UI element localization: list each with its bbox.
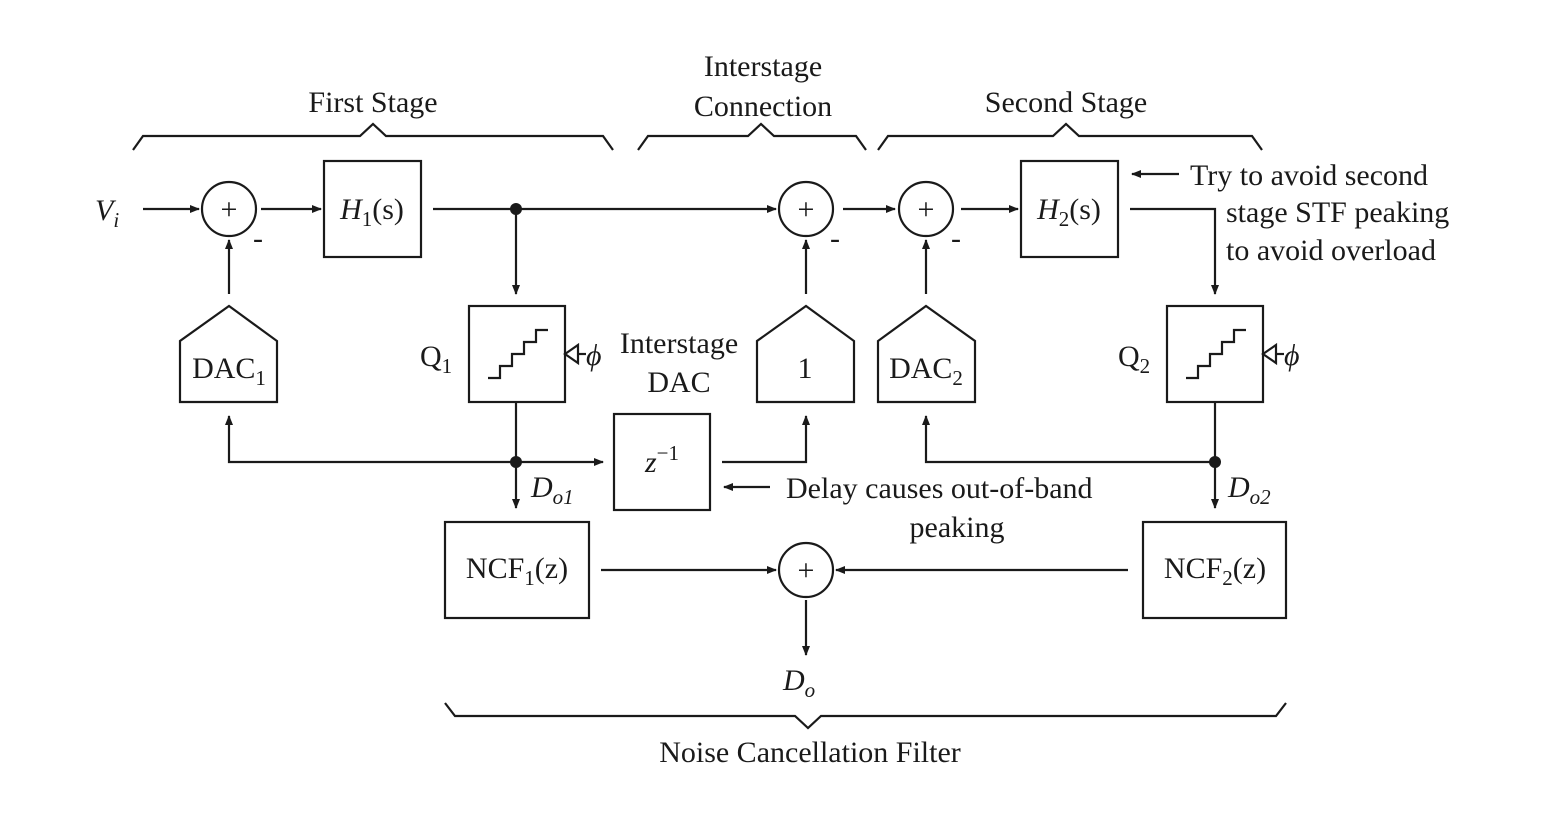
svg-text:H1(s): H1(s)	[339, 193, 404, 231]
avoid-note-line2: stage STF peaking	[1226, 196, 1449, 229]
svg-text:+: +	[798, 554, 815, 587]
summer-3: + -	[897, 180, 961, 255]
svg-text:DAC2: DAC2	[889, 352, 963, 390]
svg-text:NCF1(z): NCF1(z)	[466, 552, 568, 590]
do2-label: Do2	[1227, 471, 1271, 509]
q2-clock-label: ϕ	[1284, 339, 1300, 372]
svg-text:1: 1	[798, 352, 813, 385]
ncf1-block: NCF1(z)	[443, 520, 591, 620]
q1-block	[467, 304, 586, 404]
dac2-block: DAC2	[876, 304, 977, 404]
second-stage-brace	[877, 122, 1263, 151]
avoid-note-line3: to avoid overload	[1226, 234, 1436, 267]
noise-cancellation-title: Noise Cancellation Filter	[659, 736, 961, 769]
svg-text:+: +	[918, 193, 935, 226]
interstage-dac-block: 1	[755, 304, 856, 404]
do1-label: Do1	[530, 471, 574, 509]
svg-text:+: +	[798, 193, 815, 226]
interstage-dac-line2: DAC	[647, 366, 710, 399]
svg-text:DAC1: DAC1	[192, 352, 266, 390]
ncf2-block: NCF2(z)	[1141, 520, 1288, 620]
svg-text:-: -	[253, 222, 263, 255]
summer-1: + -	[200, 180, 263, 255]
interstage-title-line1: Interstage	[704, 50, 822, 83]
interstage-brace	[637, 122, 867, 151]
svg-text:+: +	[221, 193, 238, 226]
input-label: Vi	[95, 194, 119, 232]
second-stage-title: Second Stage	[985, 86, 1147, 119]
svg-text:H2(s): H2(s)	[1036, 193, 1101, 231]
summer-2: + -	[777, 180, 840, 255]
q1-clock-label: ϕ	[586, 339, 602, 372]
avoid-note-line1: Try to avoid second	[1190, 159, 1428, 192]
dac1-block: DAC1	[178, 304, 279, 404]
summer-out: +	[777, 541, 835, 599]
h2-block: H2(s)	[1019, 159, 1120, 259]
delay-to-interstage-dac	[722, 415, 810, 464]
interstage-title-line2: Connection	[694, 90, 832, 123]
interstage-dac-line1: Interstage	[620, 327, 738, 360]
svg-text:-: -	[830, 222, 840, 255]
svg-text:NCF2(z): NCF2(z)	[1164, 552, 1266, 590]
feedback-to-dac1	[225, 415, 516, 464]
svg-text:-: -	[951, 222, 961, 255]
svg-text:z−1: z−1	[644, 441, 679, 479]
h2-to-q2-arrow	[1130, 207, 1219, 295]
first-stage-title: First Stage	[308, 86, 437, 119]
delay-note-line1: Delay causes out-of-band	[786, 472, 1093, 505]
output-label: Do	[782, 664, 815, 702]
noise-cancellation-brace	[444, 702, 1287, 730]
feedback-to-dac2	[922, 415, 1215, 464]
q1-label: Q1	[420, 340, 452, 378]
delay-note-line2: peaking	[910, 511, 1005, 544]
h1-block: H1(s)	[322, 159, 423, 259]
delay-block: z−1	[612, 412, 712, 512]
q2-label: Q2	[1118, 340, 1150, 378]
q2-block	[1165, 304, 1284, 404]
first-stage-brace	[132, 122, 614, 151]
